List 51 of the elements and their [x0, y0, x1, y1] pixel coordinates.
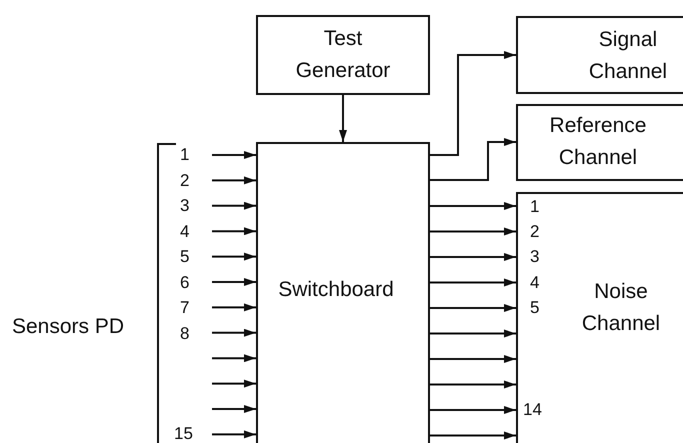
- arrow: [212, 405, 256, 413]
- channel-number: 14: [523, 400, 542, 420]
- arrow: [212, 227, 256, 236]
- channel-number: 3: [180, 196, 190, 216]
- channel-number: 4: [180, 222, 190, 242]
- process-box: [256, 142, 430, 443]
- arrow: [212, 252, 256, 261]
- box-label: Noise Channel: [580, 279, 662, 337]
- channel-number: 7: [180, 298, 190, 318]
- box-label: Signal Channel: [588, 27, 668, 85]
- arrow: [212, 176, 256, 184]
- arrow: [212, 151, 256, 159]
- channel-number: 4: [530, 273, 540, 293]
- arrow: [430, 51, 516, 156]
- channel-number: 8: [180, 324, 190, 344]
- arrow: [212, 430, 256, 438]
- arrow: [430, 202, 516, 210]
- box-label: Reference Channel: [548, 113, 648, 171]
- channel-number: 1: [180, 145, 190, 165]
- arrow: [212, 303, 256, 312]
- arrow: [212, 202, 256, 210]
- channel-number: 1: [530, 197, 540, 217]
- arrow: [212, 328, 256, 337]
- process-box: [516, 16, 683, 94]
- channel-number: 2: [530, 222, 540, 242]
- process-box: [256, 15, 430, 95]
- box-label: Switchboard: [277, 277, 395, 303]
- channel-number: 2: [180, 171, 190, 191]
- arrow: [212, 278, 256, 286]
- arrow: [212, 354, 256, 362]
- channel-number: 3: [530, 247, 540, 267]
- channel-number: 6: [180, 273, 190, 293]
- arrow: [212, 380, 256, 388]
- arrow: [430, 432, 516, 440]
- channel-number: 15: [174, 424, 193, 443]
- arrow: [339, 95, 347, 142]
- arrow: [430, 355, 516, 363]
- box-label: Test Generator: [294, 26, 392, 84]
- arrow: [430, 330, 516, 338]
- process-box: [516, 192, 683, 443]
- group-label: Sensors PD: [12, 314, 124, 340]
- arrow: [430, 228, 516, 236]
- arrow: [430, 406, 516, 414]
- process-box: [516, 104, 683, 181]
- arrow: [430, 304, 516, 312]
- arrow: [430, 138, 516, 181]
- arrow: [430, 380, 516, 388]
- channel-number: 5: [180, 247, 190, 267]
- arrow: [430, 253, 516, 261]
- channel-number: 5: [530, 298, 540, 318]
- arrow: [430, 278, 516, 286]
